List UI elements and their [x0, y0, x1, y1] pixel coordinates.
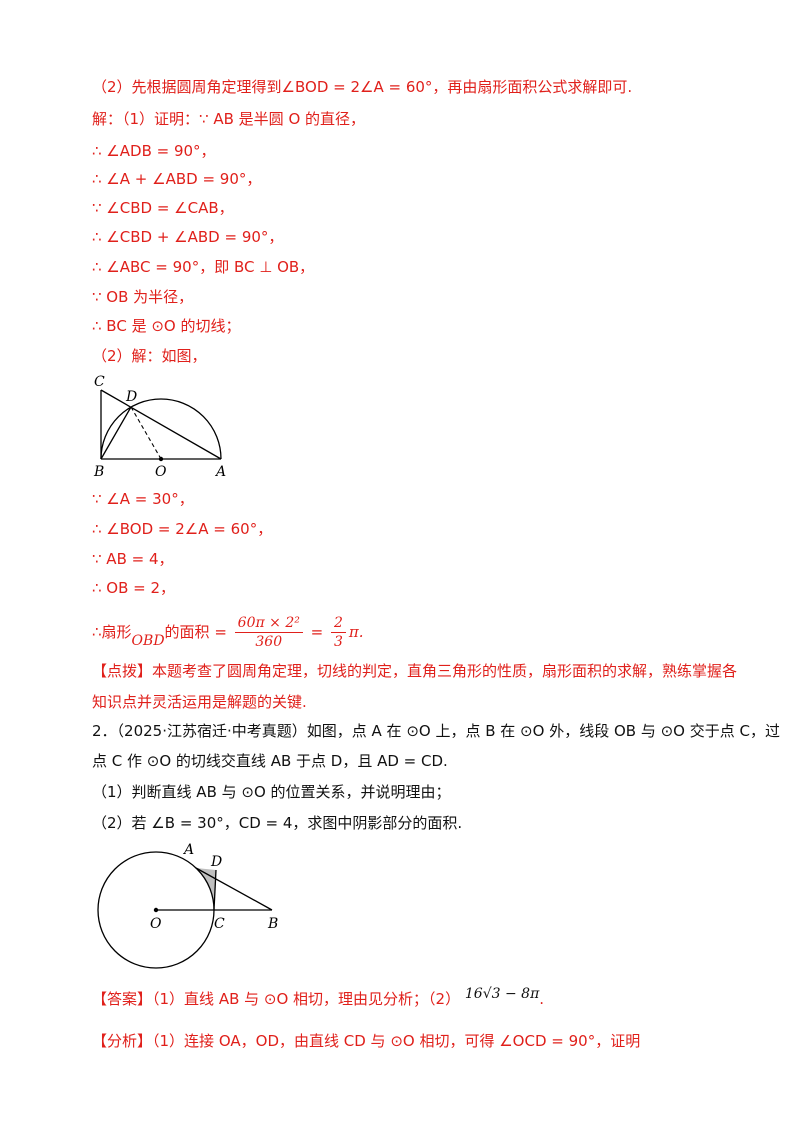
question-2-line-2: 点 C 作 ⊙O 的切线交直线 AB 于点 D，且 AD = CD. — [92, 752, 448, 770]
tip-line-1: 【点拨】本题考查了圆周角定理，切线的判定，直角三角形的性质，扇形面积的求解，熟练… — [92, 662, 738, 680]
label-A: A — [214, 464, 226, 480]
semicircle-arc — [100, 398, 222, 460]
question-2-line-1: 2．（2025·江苏宿迁·中考真题）如图，点 A 在 ⊙O 上，点 B 在 ⊙O… — [92, 722, 780, 740]
sector-end: π. — [348, 623, 364, 641]
label-B: B — [93, 464, 104, 480]
center-dot-O — [158, 456, 164, 462]
circle-tangent-figure: A D O C B — [97, 842, 278, 969]
question-2-part-1: （1）判断直线 AB 与 ⊙O 的位置关系，并说明理由； — [92, 783, 451, 801]
analysis-text: （1）连接 OA，OD，由直线 CD 与 ⊙O 相切，可得 ∠OCD = 90°… — [152, 1032, 641, 1050]
segment-OD-dashed — [130, 406, 162, 460]
segment-BD — [100, 406, 132, 460]
label-C2: C — [214, 916, 225, 932]
solution-line-11: ∵ ∠A = 30°， — [92, 490, 194, 508]
solution-line-7: ∴ ∠ABC = 90°，即 BC ⊥ OB， — [92, 258, 315, 276]
segment-CD — [213, 869, 217, 911]
solution-line-14: ∴ OB = 2， — [92, 579, 176, 597]
equals-sign: = — [310, 623, 324, 641]
analysis-tag: 【分析】 — [92, 1032, 153, 1050]
sector-pre: ∴扇形 — [92, 623, 132, 641]
answer-expression: 16√3 − 8π — [464, 986, 540, 1002]
segment-CA — [100, 389, 222, 460]
solution-line-3: ∴ ∠ADB = 90°， — [92, 142, 216, 160]
label-B2: B — [267, 916, 278, 932]
label-O: O — [155, 464, 167, 480]
solution-line-6: ∴ ∠CBD + ∠ABD = 90°， — [92, 228, 284, 246]
tip-line-2: 知识点并灵活运用是解题的关键. — [92, 693, 307, 711]
fraction-1-numerator: 60π × 2² — [234, 614, 303, 633]
solution-line-4: ∴ ∠A + ∠ABD = 90°， — [92, 170, 262, 188]
solution-line-5: ∵ ∠CBD = ∠CAB， — [92, 199, 234, 217]
analysis-line: 【分析】（1）连接 OA，OD，由直线 CD 与 ⊙O 相切，可得 ∠OCD =… — [92, 1030, 640, 1052]
answer-line: 【答案】（1）直线 AB 与 ⊙O 相切，理由见分析；（2） 16√3 − 8π… — [92, 986, 545, 1011]
solution-line-9: ∴ BC 是 ⊙O 的切线； — [92, 317, 241, 335]
semicircle-figure: C D B O A — [93, 374, 226, 480]
label-O2: O — [150, 916, 162, 932]
solution-line-8: ∵ OB 为半径， — [92, 288, 194, 306]
solution-line-10: （2）解：如图， — [92, 347, 207, 365]
sector-mid: 的面积 = — [164, 623, 227, 641]
answer-end: . — [539, 990, 545, 1008]
solution-line-13: ∵ AB = 4， — [92, 550, 174, 568]
label-D: D — [125, 389, 137, 405]
solution-line-12: ∴ ∠BOD = 2∠A = 60°， — [92, 520, 273, 538]
segment-AB — [195, 867, 273, 911]
answer-tag: 【答案】 — [92, 990, 153, 1008]
question-2-part-2: （2）若 ∠B = 30°，CD = 4，求图中阴影部分的面积. — [92, 814, 463, 832]
center-dot-O2 — [153, 907, 159, 913]
fraction-2-numerator: 2 — [330, 614, 346, 633]
solution-line-2: 解：（1）证明：∵ AB 是半圆 O 的直径， — [92, 110, 366, 128]
label-C: C — [94, 374, 105, 390]
sector-sub: OBD — [131, 633, 165, 649]
fraction-2-denominator: 3 — [333, 634, 343, 650]
fraction-1-denominator: 360 — [255, 634, 283, 650]
shaded-region — [196, 868, 216, 910]
solution-line-1: （2）先根据圆周角定理得到∠BOD = 2∠A = 60°，再由扇形面积公式求解… — [92, 78, 633, 96]
label-A2: A — [182, 842, 194, 858]
answer-text: （1）直线 AB 与 ⊙O 相切，理由见分析；（2） — [152, 990, 461, 1008]
label-D2: D — [210, 854, 222, 870]
